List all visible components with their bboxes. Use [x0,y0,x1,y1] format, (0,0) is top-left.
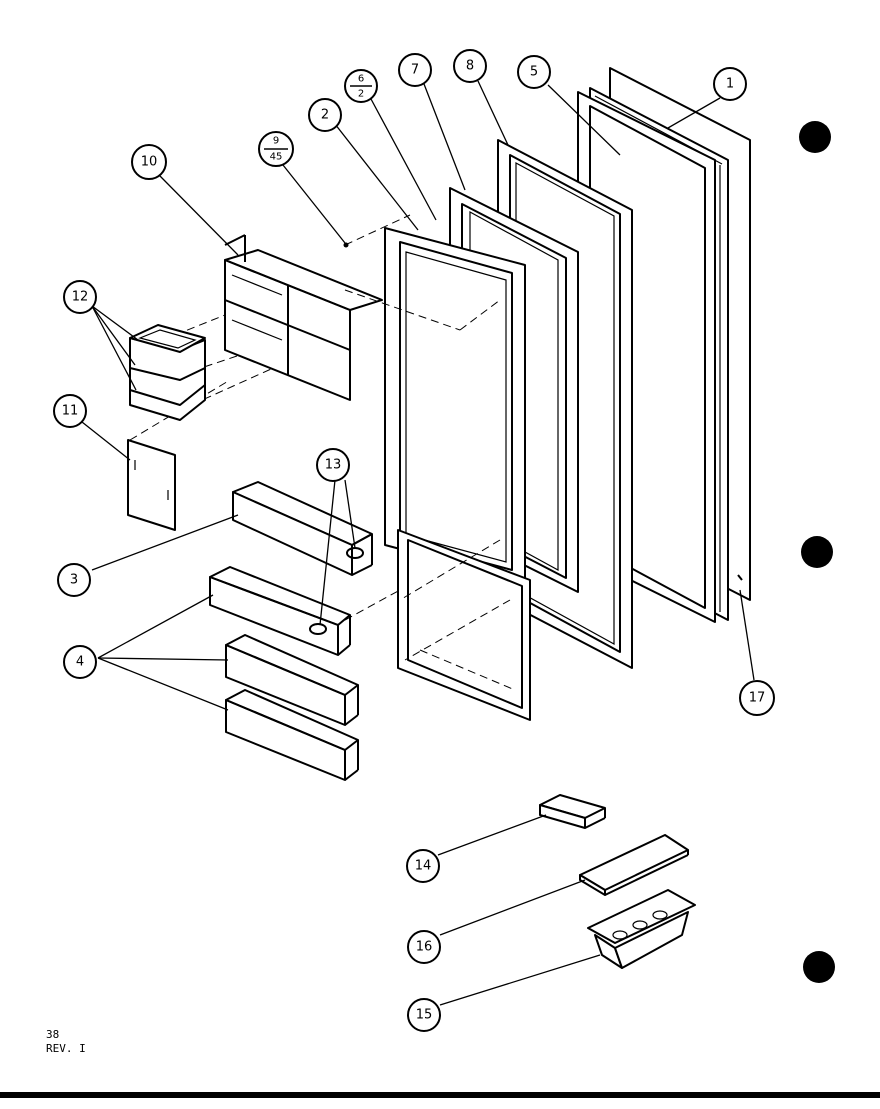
part-4-shelf-middle [225,634,359,726]
part-14-tray [539,794,606,829]
svg-text:16: 16 [416,940,433,955]
callout-7: 7 [398,53,432,87]
binder-hole-top [799,121,831,153]
part-15-ice-bin [587,889,696,969]
svg-text:12: 12 [72,290,89,305]
svg-text:2: 2 [358,89,364,100]
svg-text:7: 7 [411,63,419,78]
callout-17: 17 [739,680,775,716]
part-4-shelf-top [209,566,351,656]
svg-text:13: 13 [325,458,342,473]
callout-4: 4 [63,645,97,679]
svg-text:11: 11 [62,404,79,419]
callout-12: 12 [63,280,97,314]
part-11-cover [127,439,176,531]
svg-text:17: 17 [749,691,766,706]
leader-lines [81,80,755,1006]
callout-13: 13 [316,448,350,482]
part-16-lid [579,834,689,896]
svg-text:10: 10 [141,155,158,170]
callout-9-45-fraction: 9 45 [258,131,294,167]
part-9-screw [343,242,349,248]
part-17-screw [737,574,743,581]
binder-hole-bottom [803,951,835,983]
revision-label: REV. I [46,1042,86,1055]
svg-text:15: 15 [416,1008,433,1023]
svg-text:1: 1 [726,77,734,92]
svg-text:45: 45 [270,152,283,163]
part-10-shelf-rack [224,234,383,401]
part-2-door-liner [384,227,531,721]
callout-1: 1 [713,67,747,101]
callout-11: 11 [53,394,87,428]
svg-text:2: 2 [321,108,329,123]
svg-text:4: 4 [76,655,84,670]
callout-8: 8 [453,49,487,83]
callout-16: 16 [407,930,441,964]
page-bottom-edge [0,1092,880,1098]
part-3-bin [232,481,373,576]
svg-text:8: 8 [466,59,474,74]
page-number: 38 [46,1028,59,1041]
svg-text:9: 9 [273,136,279,147]
callout-6-2-fraction: 6 2 [344,69,378,103]
part-12-containers [129,324,206,421]
callout-15: 15 [407,998,441,1032]
svg-text:6: 6 [358,74,364,85]
part-4-shelf-bottom [225,689,359,781]
svg-text:14: 14 [415,859,432,874]
binder-hole-middle [801,536,833,568]
callout-14: 14 [406,849,440,883]
callout-5: 5 [517,55,551,89]
svg-text:3: 3 [70,573,78,588]
svg-text:5: 5 [530,65,538,80]
callout-10: 10 [131,144,167,180]
callout-3: 3 [57,563,91,597]
callout-2: 2 [308,98,342,132]
